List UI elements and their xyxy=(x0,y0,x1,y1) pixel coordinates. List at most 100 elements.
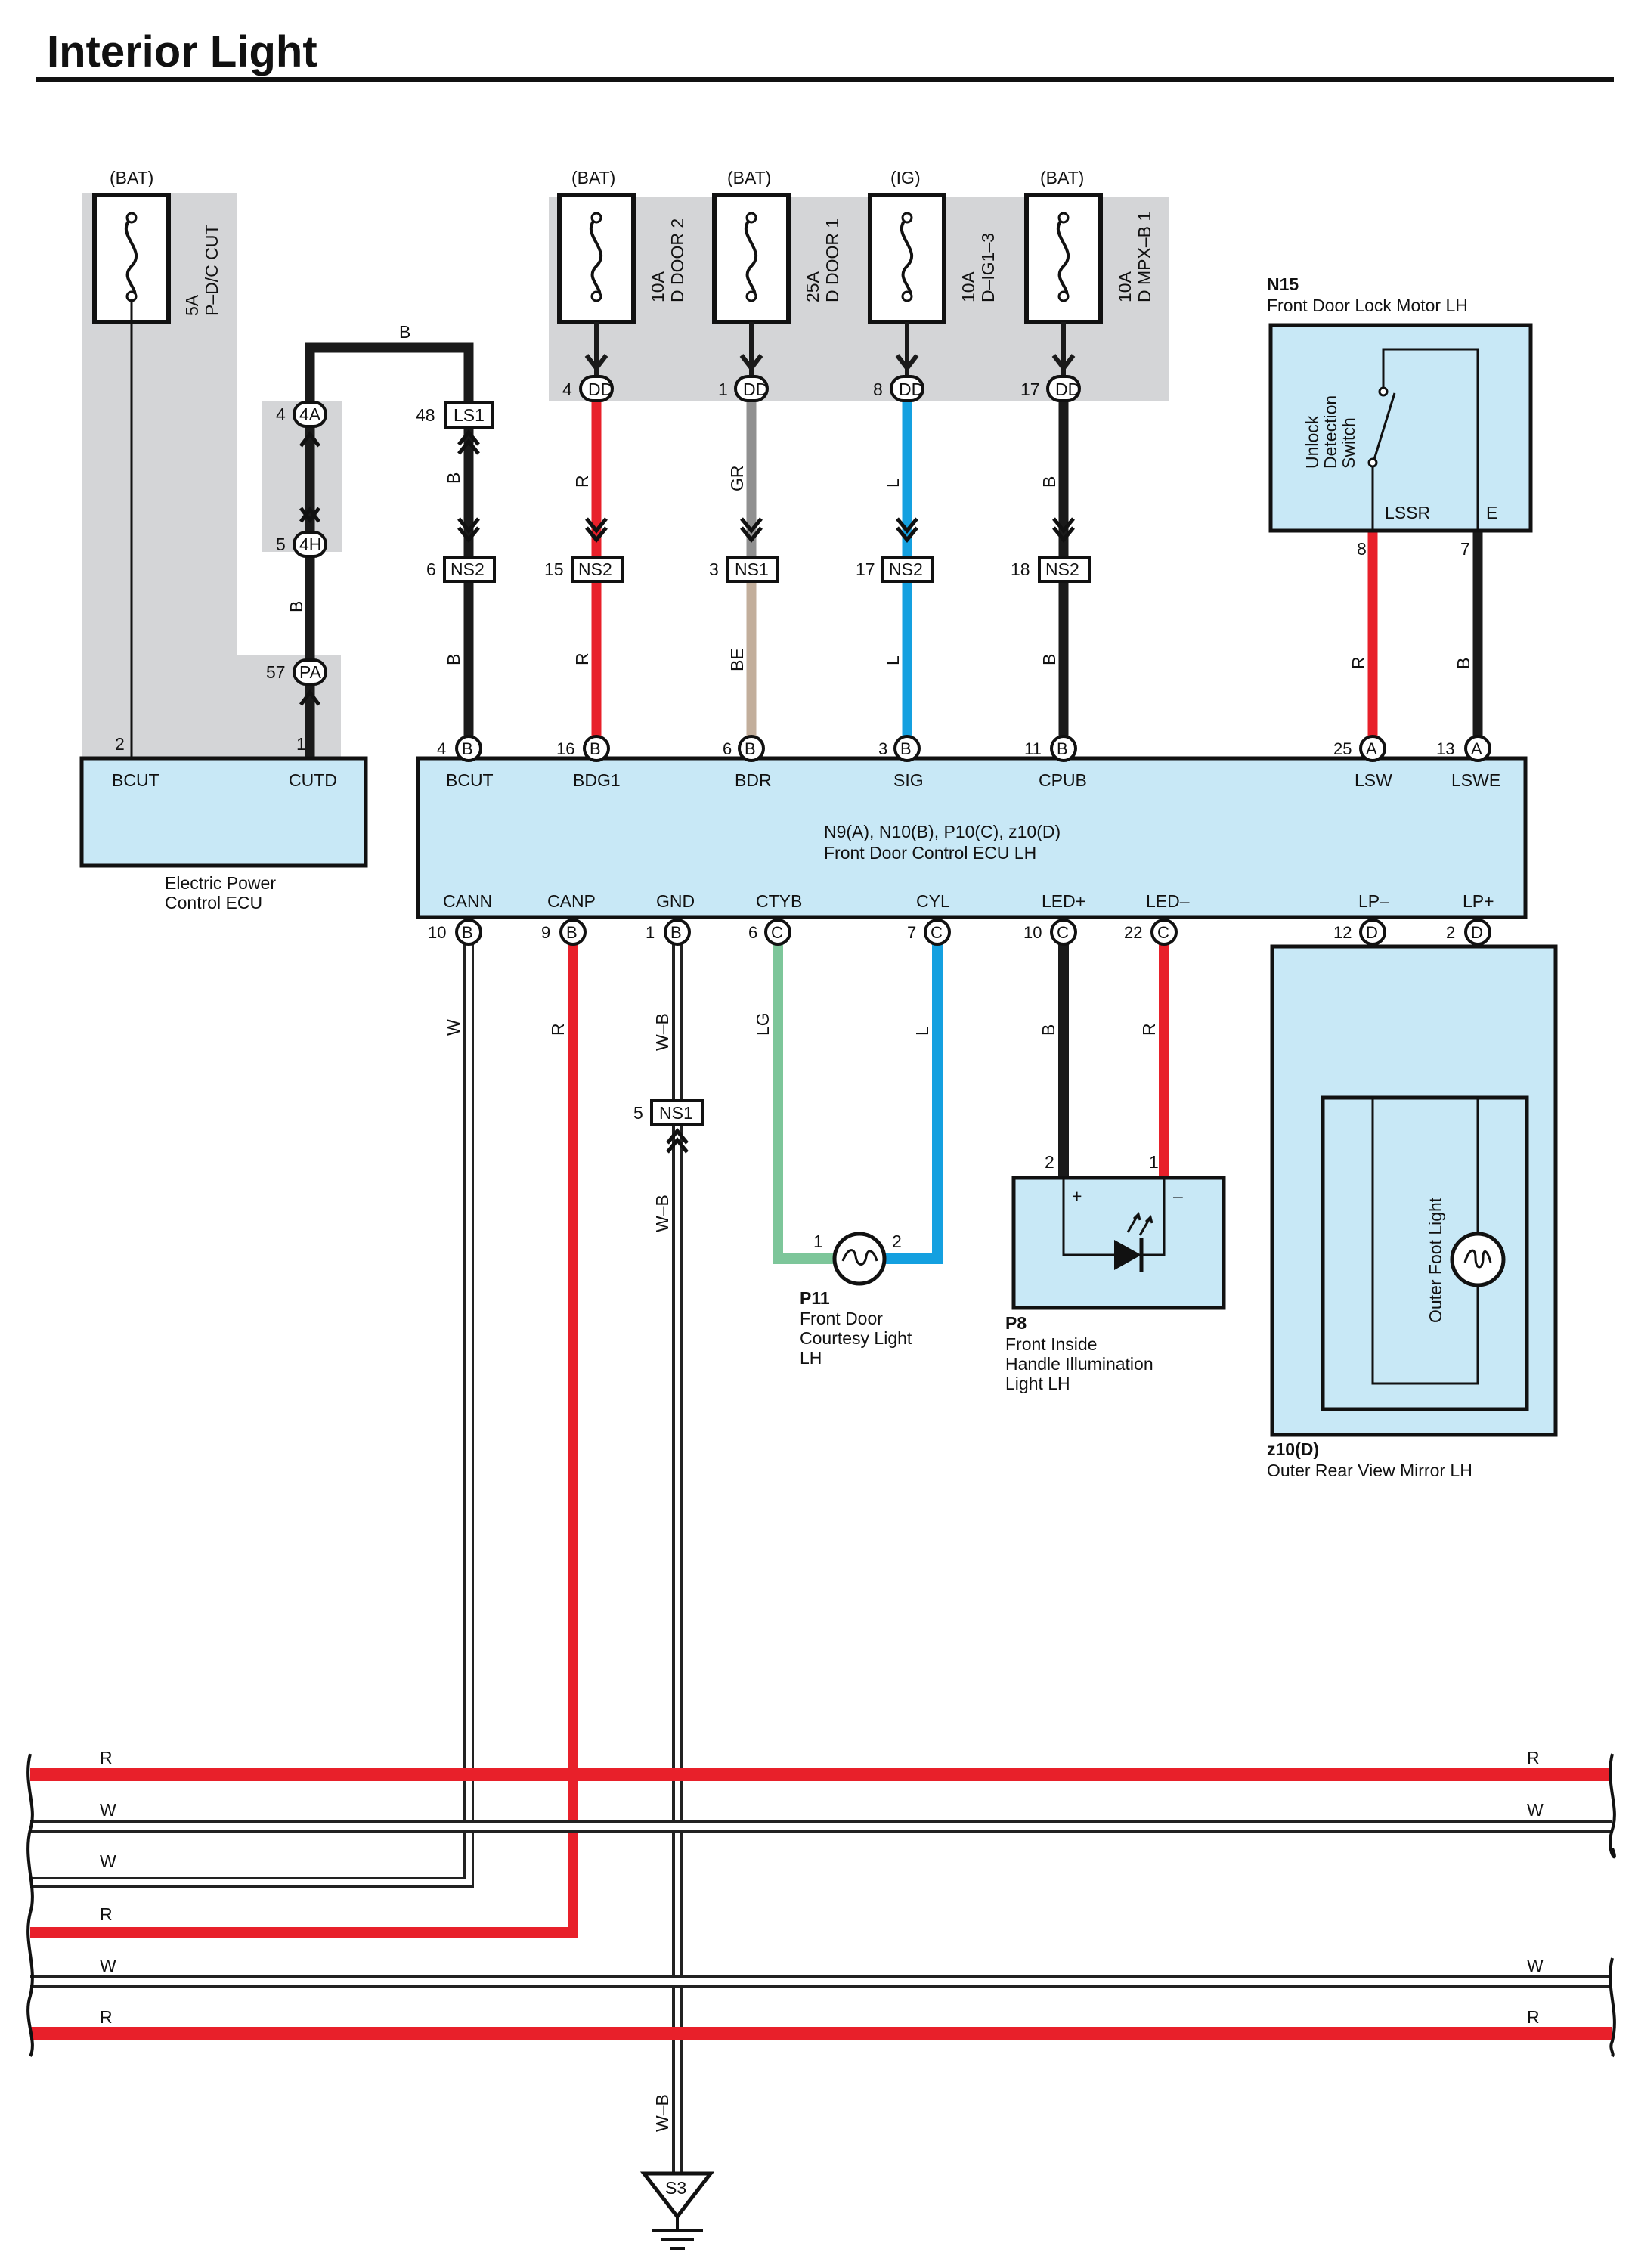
svg-text:R: R xyxy=(1527,2007,1540,2027)
svg-text:4: 4 xyxy=(437,739,446,758)
svg-text:–: – xyxy=(1173,1186,1183,1206)
pin-ctyb: C6 xyxy=(748,919,791,946)
svg-text:W: W xyxy=(1527,1800,1544,1820)
pin-cann: B10 xyxy=(428,919,482,946)
svg-text:B: B xyxy=(1057,739,1068,758)
wire-label-bridge: B xyxy=(399,322,410,342)
fuse-supply: (BAT) xyxy=(571,168,615,187)
fuse-supply: (IG) xyxy=(890,168,921,187)
fuse-d-mpx-b-1: (BAT) 10A D MPX–B 1 xyxy=(1024,168,1154,324)
fdecu-codes: N9(A), N10(B), P10(C), z10(D) xyxy=(824,822,1061,841)
dd4-code: DD xyxy=(588,380,613,399)
svg-text:W–B: W–B xyxy=(652,1013,672,1051)
ns2a-pin: 6 xyxy=(426,559,436,579)
fuse-feed-arrows xyxy=(584,322,1076,376)
wire-label-ls1-up: B xyxy=(444,472,463,484)
fuse-supply: (BAT) xyxy=(110,168,153,187)
ls1-code: LS1 xyxy=(454,405,485,425)
cpa-pin: 57 xyxy=(266,662,286,682)
svg-text:B: B xyxy=(590,739,601,758)
svg-text:R: R xyxy=(100,1748,113,1768)
wire-label-ls1-down: B xyxy=(444,654,463,665)
lock-pin-num-7: 7 xyxy=(1460,539,1470,559)
ns1-gnd-connector: NS1 5 xyxy=(633,1099,704,1154)
svg-text:CTYB: CTYB xyxy=(756,891,802,911)
svg-text:GND: GND xyxy=(656,891,695,911)
svg-text:Outer Foot Light: Outer Foot Light xyxy=(1426,1197,1445,1323)
dd17-code: DD xyxy=(1055,380,1080,399)
courtesy-name-3: LH xyxy=(800,1348,822,1368)
svg-text:B: B xyxy=(566,923,578,942)
svg-text:11: 11 xyxy=(1024,739,1042,758)
svg-text:W: W xyxy=(444,1019,463,1036)
svg-text:16: 16 xyxy=(556,739,574,758)
wire-b-bridge xyxy=(305,342,474,758)
svg-text:1: 1 xyxy=(646,923,655,942)
svg-text:12: 12 xyxy=(1333,923,1352,942)
svg-text:6: 6 xyxy=(723,739,732,758)
wire-label-dd8-up: L xyxy=(883,478,903,488)
svg-text:22: 22 xyxy=(1124,923,1142,942)
svg-text:BCUT: BCUT xyxy=(446,770,494,790)
wire-label-lssr: R xyxy=(1349,656,1368,669)
page-title: Interior Light xyxy=(47,27,317,76)
lock-switch-line-2: Detection xyxy=(1321,395,1340,469)
courtesy-name-1: Front Door xyxy=(800,1309,883,1328)
svg-text:W: W xyxy=(100,1851,116,1871)
svg-text:BDR: BDR xyxy=(735,770,772,790)
electric-power-control-ecu: BCUT CUTD 2 1 Electric Power Control ECU xyxy=(79,734,368,912)
svg-text:B: B xyxy=(745,739,756,758)
ns1a-code: NS1 xyxy=(735,559,769,579)
c4a-code: 4A xyxy=(299,404,321,424)
joint-connectors-4a-4h-pa: 4A 4 4H 5 PA 57 xyxy=(266,401,327,706)
svg-text:6: 6 xyxy=(748,923,757,942)
svg-text:Outer Rear View Mirror LH: Outer Rear View Mirror LH xyxy=(1267,1461,1472,1480)
svg-text:R: R xyxy=(100,2007,113,2027)
svg-text:P8: P8 xyxy=(1005,1313,1027,1333)
epc-ecu-name: Electric Power Control ECU xyxy=(165,873,280,912)
handle-name-2: Handle Illumination xyxy=(1005,1354,1153,1374)
lock-pin-num-8: 8 xyxy=(1357,539,1367,559)
fuse-d-ig1-3: (IG) 10A D–IG1–3 xyxy=(868,168,998,324)
dd-connectors: DD 4 DD 1 DD 8 DD 17 xyxy=(562,375,1081,402)
svg-text:1: 1 xyxy=(813,1232,823,1251)
handle-name-1: Front Inside xyxy=(1005,1334,1097,1354)
handle-name-3: Light LH xyxy=(1005,1374,1070,1393)
ns2b-pin: 15 xyxy=(544,559,564,579)
svg-text:LED–: LED– xyxy=(1146,891,1190,911)
ns2d-code: NS2 xyxy=(1045,559,1079,579)
svg-text:C: C xyxy=(1157,923,1169,942)
svg-text:LP–: LP– xyxy=(1358,891,1389,911)
lock-pin-label-lssr: LSSR xyxy=(1385,503,1430,522)
svg-text:3: 3 xyxy=(878,739,887,758)
svg-text:W–B: W–B xyxy=(652,1194,672,1232)
fuse-supply: (BAT) xyxy=(1040,168,1084,187)
front-door-lock-motor: N15 Front Door Lock Motor LH Unlock Dete… xyxy=(1267,274,1533,559)
fuse-name: P–D/C CUT xyxy=(202,225,221,316)
fuse-name: D DOOR 1 xyxy=(822,218,842,302)
pin-cyl: C7 xyxy=(907,919,951,946)
epc-name-line-2: Control ECU xyxy=(165,893,262,912)
svg-text:R: R xyxy=(1139,1023,1159,1036)
cpa-code: PA xyxy=(299,662,322,682)
svg-text:B: B xyxy=(900,739,912,758)
lock-pin-label-e: E xyxy=(1486,503,1497,522)
wire-label-dd8-down: L xyxy=(883,655,903,665)
wire-label-dd4-down: R xyxy=(572,652,592,665)
svg-text:C: C xyxy=(771,923,783,942)
outer-rear-view-mirror: Outer Foot Light z10(D) Outer Rear View … xyxy=(1267,944,1558,1480)
svg-text:D: D xyxy=(1471,923,1483,942)
svg-text:LED+: LED+ xyxy=(1042,891,1085,911)
fuse-d-door-1: (BAT) 25A D DOOR 1 xyxy=(712,168,842,324)
epc-name-line-1: Electric Power xyxy=(165,873,276,893)
svg-text:7: 7 xyxy=(907,923,916,942)
